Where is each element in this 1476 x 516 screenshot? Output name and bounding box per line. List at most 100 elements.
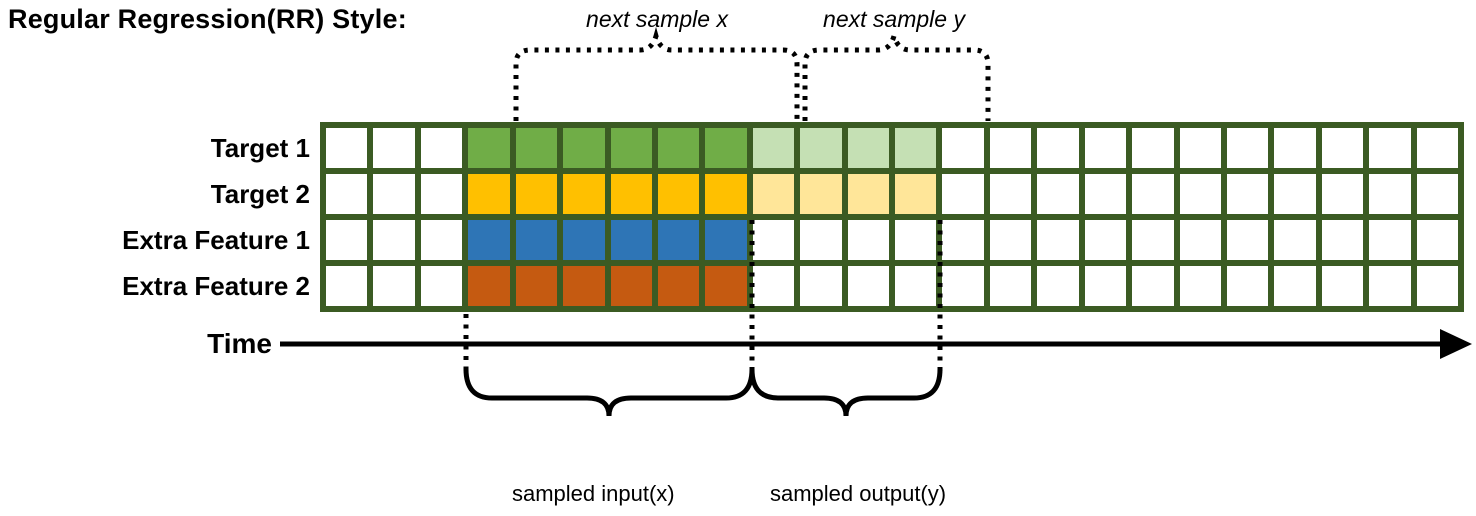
grid-cell-r4-c1 bbox=[326, 266, 368, 306]
grid-cell-r3-c5 bbox=[515, 220, 558, 260]
grid-cell-r3-c17 bbox=[1084, 220, 1127, 260]
grid-cell-r1-c17 bbox=[1084, 128, 1127, 168]
grid-cell-r2-c13 bbox=[895, 174, 937, 214]
grid-cell-r2-c8 bbox=[657, 174, 700, 214]
row-label-target-1: Target 1 bbox=[210, 133, 310, 163]
grid-cell-r4-c5 bbox=[515, 266, 558, 306]
grid-cell-r4-c22 bbox=[1321, 266, 1364, 306]
grid-cell-r3-c6 bbox=[563, 220, 605, 260]
grid-cell-r1-c4 bbox=[468, 128, 510, 168]
grid-cell-r3-c11 bbox=[800, 220, 842, 260]
grid-cell-r1-c19 bbox=[1179, 128, 1221, 168]
grid-cell-r4-c2 bbox=[373, 266, 415, 306]
row-label-extra-feature-1: Extra Feature 1 bbox=[122, 225, 310, 255]
sampled-input-caption: sampled input(x) lookback=6 input_featur… bbox=[512, 419, 721, 516]
grid-cell-r3-c4 bbox=[468, 220, 510, 260]
next-sample-x-brace bbox=[513, 26, 800, 121]
grid-cell-r1-c9 bbox=[705, 128, 747, 168]
sampling-grid bbox=[320, 122, 1464, 312]
grid-cell-r1-c3 bbox=[420, 128, 463, 168]
grid-cell-r1-c21 bbox=[1274, 128, 1316, 168]
grid-cell-r3-c13 bbox=[895, 220, 937, 260]
grid-cell-r4-c21 bbox=[1274, 266, 1316, 306]
grid-cell-r2-c22 bbox=[1321, 174, 1364, 214]
diagram-title: Regular Regression(RR) Style: bbox=[8, 4, 407, 34]
grid-cell-r2-c1 bbox=[326, 174, 368, 214]
next-sample-y-label: next sample y bbox=[823, 6, 965, 32]
sampled-input-brace bbox=[463, 368, 755, 417]
grid-cell-r4-c10 bbox=[752, 266, 795, 306]
grid-cell-r2-c3 bbox=[420, 174, 463, 214]
grid-cell-r1-c11 bbox=[800, 128, 842, 168]
next-sample-y-brace bbox=[802, 26, 991, 121]
grid-cell-r2-c18 bbox=[1132, 174, 1174, 214]
grid-cell-r2-c14 bbox=[942, 174, 984, 214]
grid-cell-r1-c15 bbox=[989, 128, 1032, 168]
grid-cell-r1-c8 bbox=[657, 128, 700, 168]
grid-cell-r1-c18 bbox=[1132, 128, 1174, 168]
sampled-input-title: sampled input(x) bbox=[512, 481, 675, 506]
grid-cell-r1-c7 bbox=[610, 128, 652, 168]
grid-cell-r3-c2 bbox=[373, 220, 415, 260]
grid-cell-r3-c24 bbox=[1416, 220, 1458, 260]
grid-cell-r4-c16 bbox=[1037, 266, 1079, 306]
grid-cell-r1-c12 bbox=[847, 128, 889, 168]
grid-cell-r3-c16 bbox=[1037, 220, 1079, 260]
sampled-output-brace bbox=[749, 368, 943, 417]
grid-cell-r1-c24 bbox=[1416, 128, 1458, 168]
grid-cell-r2-c15 bbox=[989, 174, 1032, 214]
time-arrowhead-icon bbox=[1440, 329, 1472, 359]
grid-cell-r4-c24 bbox=[1416, 266, 1458, 306]
grid-cell-r3-c21 bbox=[1274, 220, 1316, 260]
grid-cell-r1-c10 bbox=[752, 128, 795, 168]
grid-cell-r4-c14 bbox=[942, 266, 984, 306]
grid-cell-r4-c3 bbox=[420, 266, 463, 306]
grid-cell-r3-c1 bbox=[326, 220, 368, 260]
grid-cell-r2-c20 bbox=[1226, 174, 1269, 214]
grid-cell-r4-c9 bbox=[705, 266, 747, 306]
grid-cell-r3-c3 bbox=[420, 220, 463, 260]
grid-cell-r4-c13 bbox=[895, 266, 937, 306]
grid-cell-r3-c20 bbox=[1226, 220, 1269, 260]
grid-cell-r3-c8 bbox=[657, 220, 700, 260]
grid-cell-r4-c23 bbox=[1369, 266, 1411, 306]
grid-cell-r2-c6 bbox=[563, 174, 605, 214]
grid-cell-r2-c10 bbox=[752, 174, 795, 214]
grid-cell-r3-c18 bbox=[1132, 220, 1174, 260]
grid-cell-r2-c12 bbox=[847, 174, 889, 214]
grid-cell-r4-c15 bbox=[989, 266, 1032, 306]
grid-cell-r3-c19 bbox=[1179, 220, 1221, 260]
grid-cell-r1-c14 bbox=[942, 128, 984, 168]
grid-cell-r3-c14 bbox=[942, 220, 984, 260]
grid-cell-r3-c7 bbox=[610, 220, 652, 260]
grid-cell-r3-c10 bbox=[752, 220, 795, 260]
grid-cell-r2-c21 bbox=[1274, 174, 1316, 214]
grid-cell-r3-c15 bbox=[989, 220, 1032, 260]
grid-cell-r2-c17 bbox=[1084, 174, 1127, 214]
grid-cell-r2-c5 bbox=[515, 174, 558, 214]
row-label-extra-feature-2: Extra Feature 2 bbox=[122, 271, 310, 301]
grid-cell-r1-c2 bbox=[373, 128, 415, 168]
grid-cell-r4-c19 bbox=[1179, 266, 1221, 306]
grid-cell-r4-c4 bbox=[468, 266, 510, 306]
row-label-target-2: Target 2 bbox=[210, 179, 310, 209]
grid-cell-r2-c19 bbox=[1179, 174, 1221, 214]
grid-cell-r4-c17 bbox=[1084, 266, 1127, 306]
grid-cell-r2-c11 bbox=[800, 174, 842, 214]
grid-cell-r2-c4 bbox=[468, 174, 510, 214]
sampled-output-caption: sampled output(y) horizon=4 output_featu… bbox=[770, 419, 992, 516]
grid-cell-r1-c23 bbox=[1369, 128, 1411, 168]
grid-cell-r4-c12 bbox=[847, 266, 889, 306]
grid-cell-r2-c16 bbox=[1037, 174, 1079, 214]
grid-cell-r2-c23 bbox=[1369, 174, 1411, 214]
grid-cell-r1-c13 bbox=[895, 128, 937, 168]
time-axis-label: Time bbox=[207, 328, 272, 359]
grid-cell-r4-c7 bbox=[610, 266, 652, 306]
sampled-output-title: sampled output(y) bbox=[770, 481, 947, 506]
grid-cell-r1-c20 bbox=[1226, 128, 1269, 168]
grid-cell-r1-c22 bbox=[1321, 128, 1364, 168]
grid-cell-r4-c8 bbox=[657, 266, 700, 306]
grid-cell-r2-c2 bbox=[373, 174, 415, 214]
grid-cell-r1-c5 bbox=[515, 128, 558, 168]
grid-cell-r4-c18 bbox=[1132, 266, 1174, 306]
